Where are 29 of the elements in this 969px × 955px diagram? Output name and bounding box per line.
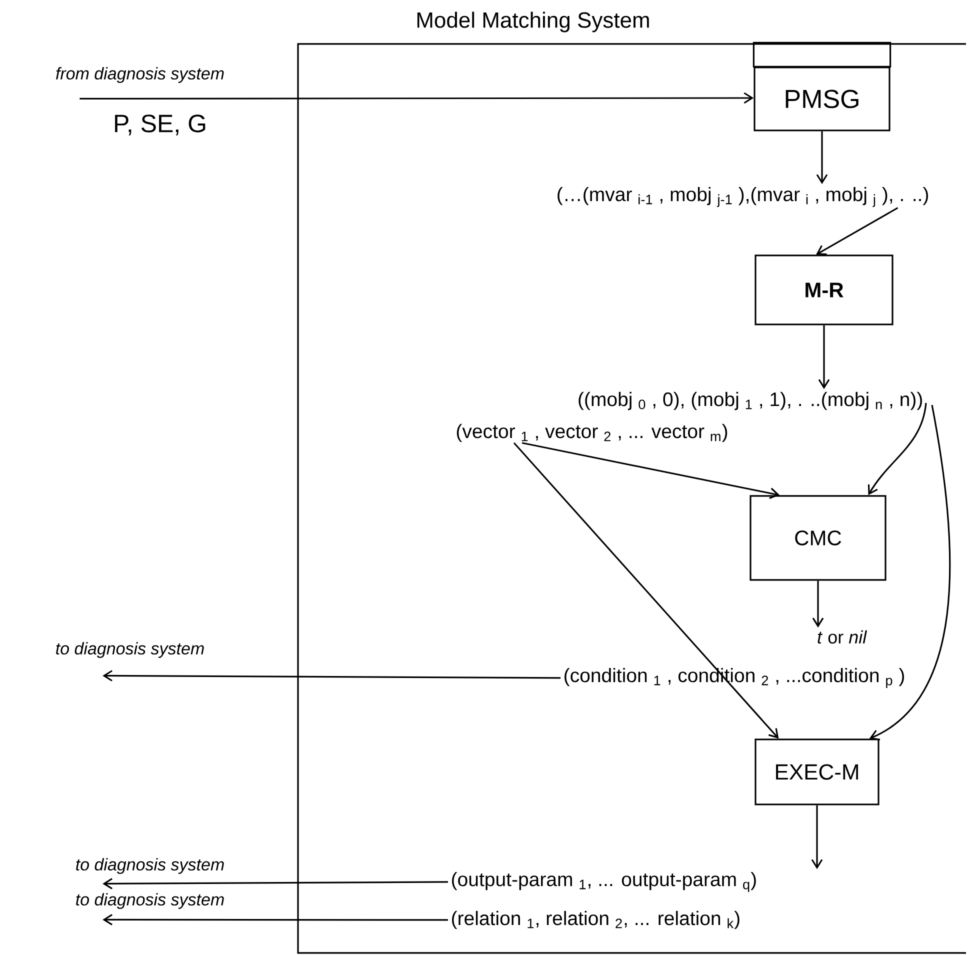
data-list: (output-param $_{1}$, ... output-param $_{q}$) [452,872,756,892]
data-list: (…(mvar $_{i-1}$ , mobj $_{j-1}$ ),(mvar $_{i}$ , mobj $_{j}$ ), . ..) [558,186,928,208]
process-box: CMC [750,495,886,581]
data-list: ((mobj $_{0}$ , 0), (mobj $_{1}$ , 1), . ..(mobj $_{n}$ , n)) [578,392,922,410]
arrow [812,580,824,628]
process-box: PMSG [752,42,892,132]
edge-label: P, SE, G [115,114,206,136]
arrow [102,670,561,682]
arrow [816,131,828,184]
arrow [818,325,830,390]
flow-label: to diagnosis system [56,642,204,658]
arrow [811,805,823,870]
arrow [80,92,754,104]
flow-label: to diagnosis system [76,893,224,909]
arrow [513,442,779,739]
frame-title: Model Matching System [417,12,649,32]
data-list: (relation $_{1}$, relation $_{2}$, ... relation $_{k}$) [452,910,740,930]
result-text: t or nil [818,630,868,644]
arrow [816,207,898,256]
data-list: (vector $_{1}$ , vector $_{2}$ , ... vector $_{m}$) [456,424,728,442]
arrow [522,442,780,499]
arrow [869,404,951,740]
arrow [102,878,448,890]
flow-label: from diagnosis system [56,67,224,83]
arrow [102,914,448,926]
process-box: EXEC-M [754,738,880,806]
flow-label: to diagnosis system [76,858,224,874]
process-box: M-R [754,254,894,326]
arrow [868,402,927,496]
